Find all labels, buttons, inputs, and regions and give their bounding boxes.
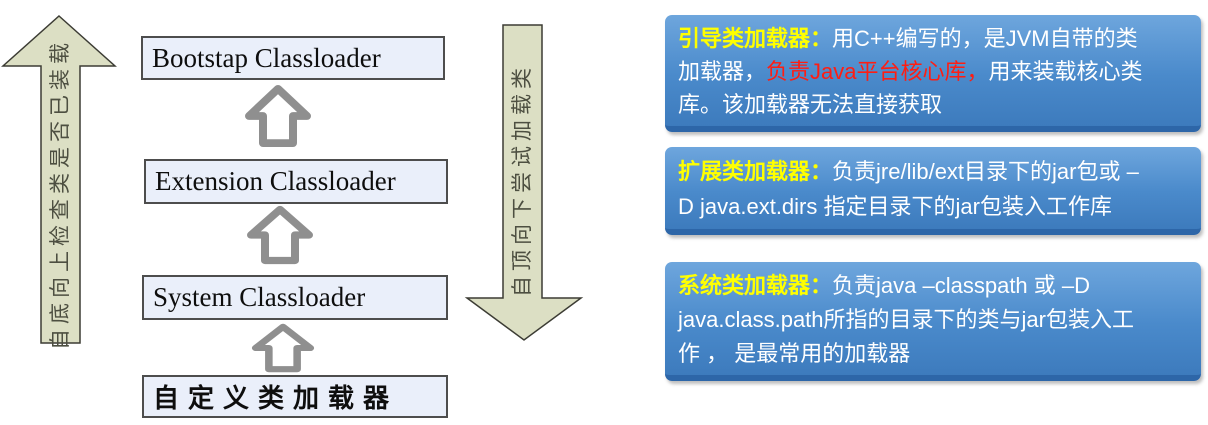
up-arrow-shape — [1, 14, 117, 344]
panel-text-segment: 加载器， — [678, 59, 767, 84]
box-custom-classloader: 自定义类加载器 — [142, 375, 448, 418]
panel-text-line: 加载器，负责Java平台核心库，用来装载核心类 — [678, 55, 1188, 88]
panel-text-line: D java.ext.dirs 指定目录下的jar包装入工作库 — [678, 189, 1188, 224]
panel-text-line: 作 ， 是最常用的加载器 — [678, 337, 1188, 371]
panel-text-segment: 负责java –classpath 或 –D — [832, 273, 1091, 298]
panel-text-segment: 用C++编写的，是JVM自带的类 — [832, 26, 1138, 51]
panel-text-segment: 作 ， 是最常用的加载器 — [678, 341, 911, 366]
panel-heading: 系统类加载器： — [678, 273, 833, 298]
up-arrow-label: 自底向上检查类是否已装载 — [49, 38, 72, 350]
panel-heading: 扩展类加载器： — [678, 159, 833, 184]
panel-text-segment: java.class.path所指的目录下的类与jar包装入工 — [678, 307, 1134, 332]
panel-text-segment: 库。该加载器无法直接获取 — [678, 92, 943, 117]
panel-text-segment: 用来装载核心类 — [988, 59, 1143, 84]
panel-text-line: 库。该加载器无法直接获取 — [678, 88, 1188, 121]
system-classloader-panel: 系统类加载器：负责java –classpath 或 –D java.class.… — [665, 262, 1201, 381]
panel-text-segment: 负责jre/lib/ext目录下的jar包或 – — [832, 159, 1139, 184]
bootstrap-classloader-panel: 引导类加载器：用C++编写的，是JVM自带的类加载器，负责Java平台核心库，用… — [665, 15, 1201, 132]
box-extension-classloader: Extension Classloader — [144, 159, 448, 204]
panel-text-line: 扩展类加载器：负责jre/lib/ext目录下的jar包或 – — [678, 154, 1188, 189]
panel-text-line: 引导类加载器：用C++编写的，是JVM自带的类 — [678, 22, 1188, 55]
up-arrow-icon — [251, 323, 315, 373]
panel-text-segment: D java.ext.dirs 指定目录下的jar包装入工作库 — [678, 194, 1112, 219]
box-bootstrap-classloader: Bootstap Classloader — [141, 36, 445, 80]
panel-text-line: 系统类加载器：负责java –classpath 或 –D — [678, 269, 1188, 303]
extension-classloader-panel: 扩展类加载器：负责jre/lib/ext目录下的jar包或 – D java.ex… — [665, 147, 1201, 235]
panel-text-segment: 负责Java平台核心库， — [766, 59, 989, 84]
up-arrow-icon — [245, 84, 311, 148]
box-system-classloader: System Classloader — [142, 275, 448, 320]
panel-text-line: java.class.path所指的目录下的类与jar包装入工 — [678, 303, 1188, 337]
down-arrow-label: 自顶向下尝试加载类 — [511, 63, 534, 297]
up-arrow-icon — [247, 205, 313, 265]
down-arrow-shape — [464, 24, 584, 341]
panel-heading: 引导类加载器： — [678, 26, 833, 51]
